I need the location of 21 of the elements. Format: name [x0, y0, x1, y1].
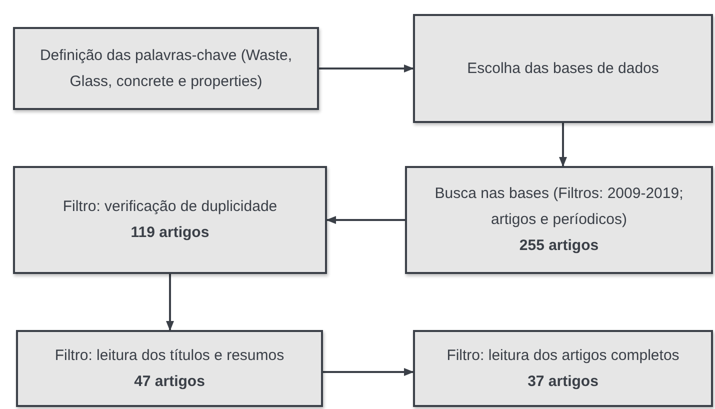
- article-count: 119 artigos: [130, 223, 210, 243]
- arrow: [319, 64, 414, 72]
- arrow: [166, 274, 174, 331]
- step-text: Busca nas bases (Filtros: 2009-2019; artigos e períodicos): [434, 184, 684, 230]
- process-box: [16, 330, 323, 407]
- arrow: [559, 123, 567, 167]
- process-box: [13, 27, 319, 110]
- step-text: Escolha das bases de dados: [467, 58, 659, 78]
- arrow: [323, 368, 414, 376]
- step-text: Filtro: leitura dos artigos completos: [446, 346, 680, 366]
- process-box: [405, 166, 713, 274]
- process-box: [413, 14, 713, 123]
- article-count: 47 artigos: [134, 372, 205, 392]
- process-box: [413, 330, 713, 407]
- step-text: Filtro: leitura dos títulos e resumos: [54, 346, 284, 366]
- step-text: Definição das palavras-chave (Waste, Glass, concrete e properties): [38, 46, 294, 92]
- arrow: [326, 216, 405, 224]
- article-count: 37 artigos: [528, 372, 598, 392]
- step-text: Filtro: verificação de duplicidade: [62, 197, 278, 217]
- process-box: [13, 166, 327, 274]
- article-count: 255 artigos: [519, 236, 599, 256]
